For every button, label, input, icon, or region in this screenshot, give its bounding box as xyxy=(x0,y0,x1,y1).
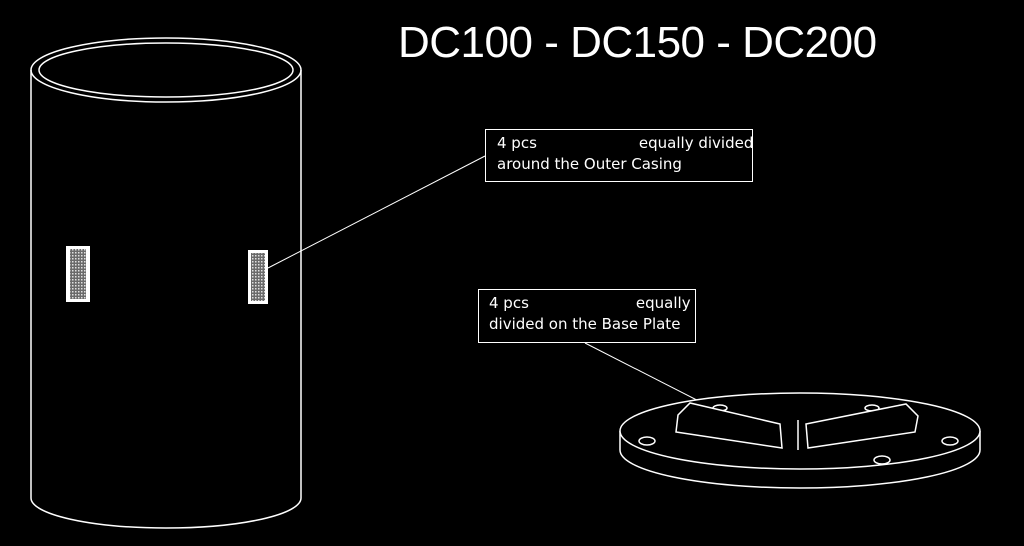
callout-casing-line-2: around the Outer Casing xyxy=(497,155,682,173)
base-insert-right-edge xyxy=(905,403,919,417)
leader-line-casing xyxy=(267,155,486,269)
callout-base-line-2: divided on the Base Plate xyxy=(489,315,681,333)
callout-base-qty: 4 pcs xyxy=(489,294,529,312)
casing-insert-right xyxy=(248,250,268,304)
callout-casing-line-1: 4 pcs equally divided xyxy=(497,133,754,154)
callout-casing-qty: 4 pcs xyxy=(497,134,537,152)
callout-base-line-1: 4 pcs equally xyxy=(489,293,695,314)
base-plate-hole xyxy=(873,455,891,465)
base-plate xyxy=(619,392,981,489)
base-plate-top xyxy=(619,392,981,470)
callout-casing-text-1: equally divided xyxy=(638,134,754,152)
casing-insert-left xyxy=(66,246,90,302)
base-insert-right xyxy=(805,403,919,449)
base-plate-hole xyxy=(638,436,656,446)
base-insert-left-edge xyxy=(677,402,691,416)
base-plate-hole xyxy=(941,436,959,446)
casing-bottom-edge xyxy=(30,497,302,529)
callout-outer-casing: 4 pcs equally divided around the Outer Ca… xyxy=(485,129,753,182)
page-title: DC100 - DC150 - DC200 xyxy=(398,18,877,67)
casing-top-rim-outer xyxy=(30,37,302,103)
callout-base-text-1: equally xyxy=(635,294,691,312)
callout-base-plate: 4 pcs equally divided on the Base Plate xyxy=(478,289,696,343)
casing-top-rim-inner xyxy=(38,42,294,98)
outer-casing xyxy=(30,37,302,529)
